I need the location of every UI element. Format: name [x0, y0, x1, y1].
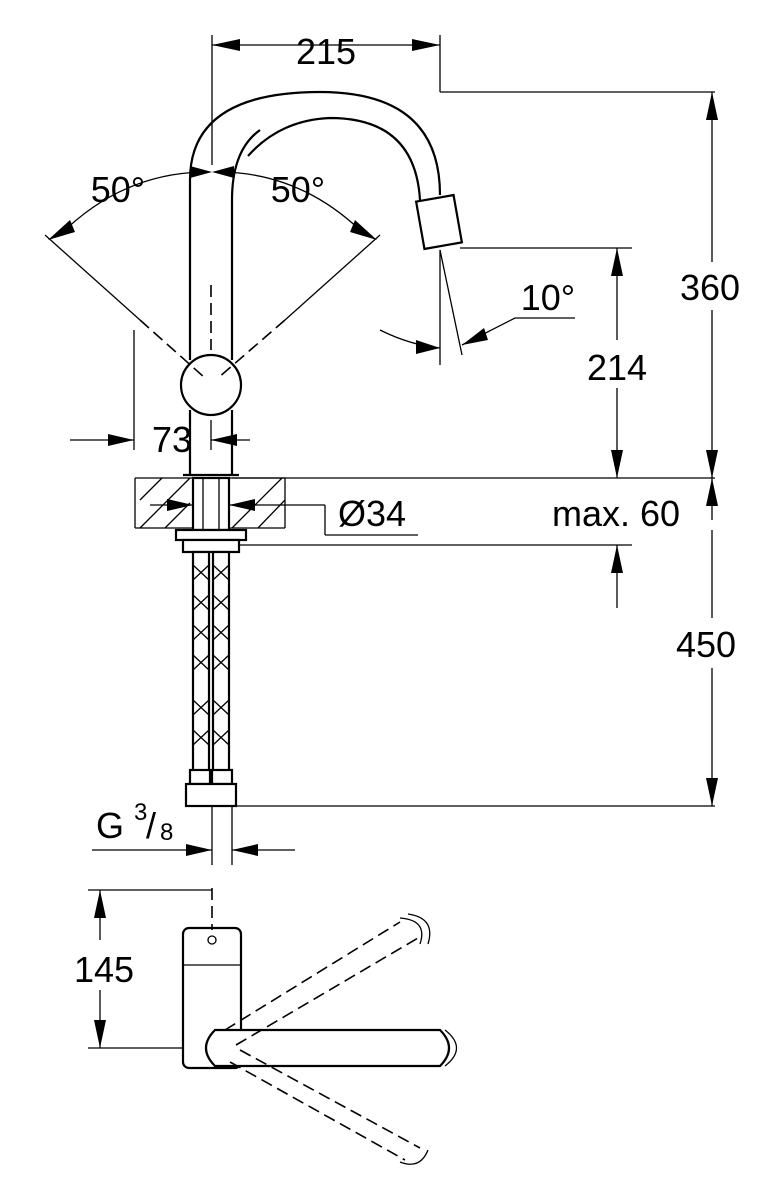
thread-den-label: 8	[160, 819, 173, 846]
top-view-depth-label: 145	[74, 949, 134, 990]
spray-angle: 10°	[379, 249, 575, 365]
thread-g-label: G	[96, 805, 124, 846]
thread-sep-label: /	[146, 805, 156, 846]
spout-height-label: 214	[587, 347, 647, 388]
lever-knob	[179, 353, 243, 417]
countertop-section: Ø34	[134, 476, 418, 554]
dim-vertical: 360 214 max. 60 450	[232, 91, 740, 807]
left-angle-label: 50°	[91, 169, 145, 210]
supply-hoses	[184, 550, 238, 808]
faucet-side-view	[179, 90, 464, 477]
dim-lever-offset: 73	[70, 330, 250, 460]
lever-offset-label: 73	[152, 419, 192, 460]
thread-spec: G 3 / 8	[92, 799, 295, 865]
faucet-top-view: 145	[74, 888, 458, 1165]
hose-length-label: 450	[676, 624, 736, 665]
lever-angles: 50° 50°	[44, 166, 381, 379]
spout-reach-label: 215	[296, 31, 356, 72]
spray-angle-label: 10°	[521, 277, 575, 318]
thread-num-label: 3	[134, 799, 147, 826]
hole-diameter-label: Ø34	[338, 493, 406, 534]
right-angle-label: 50°	[271, 169, 325, 210]
dim-spout-reach: 215	[211, 31, 441, 165]
total-height-label: 360	[680, 267, 740, 308]
max-counter-label: max. 60	[552, 493, 680, 534]
